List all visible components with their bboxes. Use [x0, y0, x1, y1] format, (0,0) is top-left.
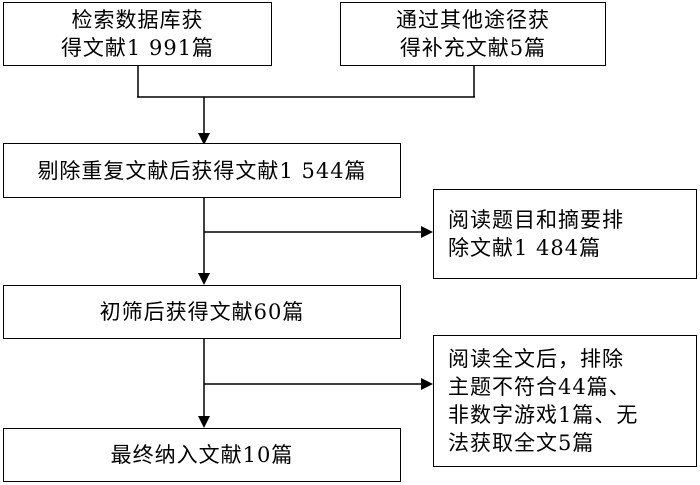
exclude-fulltext-text: 阅读全文后，排除 主题不符合44篇、 非数字游戏1篇、无 法获取全文5篇: [448, 347, 639, 455]
exclude-title-abstract-text: 阅读题目和摘要排 除文献1 484篇: [448, 208, 624, 260]
final-box: 最终纳入文献10篇: [3, 428, 401, 482]
final-text: 最终纳入文献10篇: [110, 443, 294, 467]
exclude-title-abstract-box: 阅读题目和摘要排 除文献1 484篇: [433, 189, 697, 279]
other-sources-box: 通过其他途径获 得补充文献5篇: [340, 2, 606, 66]
db-search-text: 检索数据库获 得文献1 991篇: [60, 8, 215, 60]
db-search-box: 检索数据库获 得文献1 991篇: [3, 2, 272, 66]
initial-screen-box: 初筛后获得文献60篇: [3, 285, 401, 339]
dedup-box: 剔除重复文献后获得文献1 544篇: [3, 143, 401, 198]
initial-screen-text: 初筛后获得文献60篇: [99, 300, 305, 324]
dedup-text: 剔除重复文献后获得文献1 544篇: [37, 158, 367, 183]
other-sources-text: 通过其他途径获 得补充文献5篇: [396, 8, 550, 60]
exclude-fulltext-box: 阅读全文后，排除 主题不符合44篇、 非数字游戏1篇、无 法获取全文5篇: [433, 335, 697, 467]
